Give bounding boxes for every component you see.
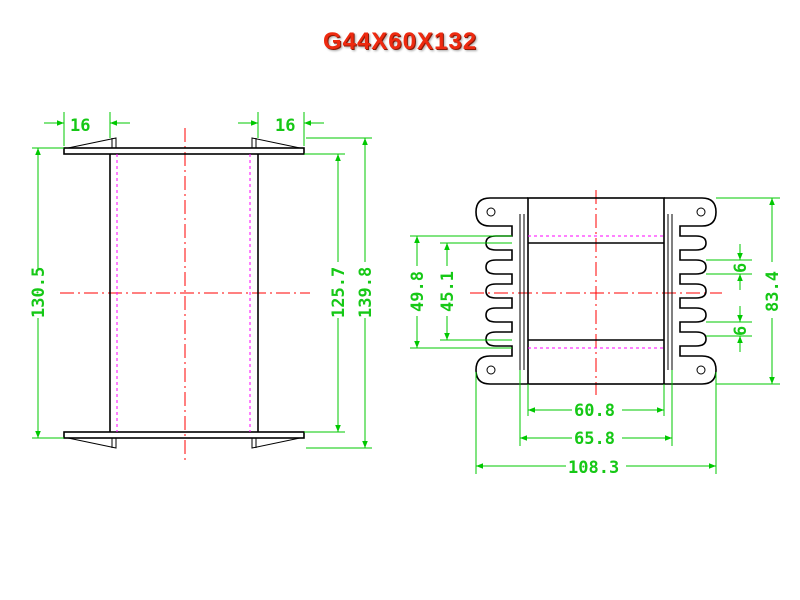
dim-slot-pitch-top: 6 — [706, 244, 752, 290]
dim-flange-left: 16 — [44, 112, 130, 146]
dim-slot-pitch-top-label: 6 — [731, 263, 751, 273]
dim-inner-height-label: 125.7 — [329, 267, 349, 318]
dim-inner-width-label: 60.8 — [574, 401, 615, 421]
dim-overall-height-label: 130.5 — [29, 267, 49, 318]
dim-window-height-label: 49.8 — [408, 271, 428, 312]
top-flange — [63, 137, 305, 155]
side-view: 16 16 130.5 125.7 — [29, 112, 376, 460]
dim-front-overall-height: 83.4 — [716, 197, 783, 385]
dim-outer-height: 139.8 — [306, 137, 376, 449]
dim-flange-right: 16 — [238, 112, 324, 146]
dim-inner-width: 60.8 — [527, 384, 665, 421]
dim-inner-height: 125.7 — [304, 153, 349, 433]
dim-inner-window-height: 45.1 — [438, 242, 512, 341]
dim-inner-window-height-label: 45.1 — [438, 271, 458, 312]
front-core-body — [527, 197, 665, 385]
drawing-title: G44X60X132 — [322, 28, 478, 55]
dim-outer-height-label: 139.8 — [356, 267, 376, 318]
front-view: 49.8 45.1 6 6 — [408, 190, 783, 478]
bottom-flange — [63, 431, 305, 449]
dim-window-height: 49.8 — [408, 235, 512, 349]
dim-overall-height: 130.5 — [29, 147, 64, 439]
dim-flange-right-label: 16 — [275, 116, 295, 136]
dim-flange-left-label: 16 — [70, 116, 90, 136]
dim-front-overall-width: 108.3 — [475, 372, 717, 478]
dim-core-width: 65.8 — [519, 370, 673, 449]
dim-core-width-label: 65.8 — [574, 429, 615, 449]
dim-slot-pitch-bottom: 6 — [706, 306, 752, 352]
front-right-comb — [664, 197, 717, 385]
dim-slot-pitch-bottom-label: 6 — [731, 326, 751, 336]
dim-front-overall-height-label: 83.4 — [763, 271, 783, 312]
dim-front-overall-width-label: 108.3 — [568, 458, 619, 478]
